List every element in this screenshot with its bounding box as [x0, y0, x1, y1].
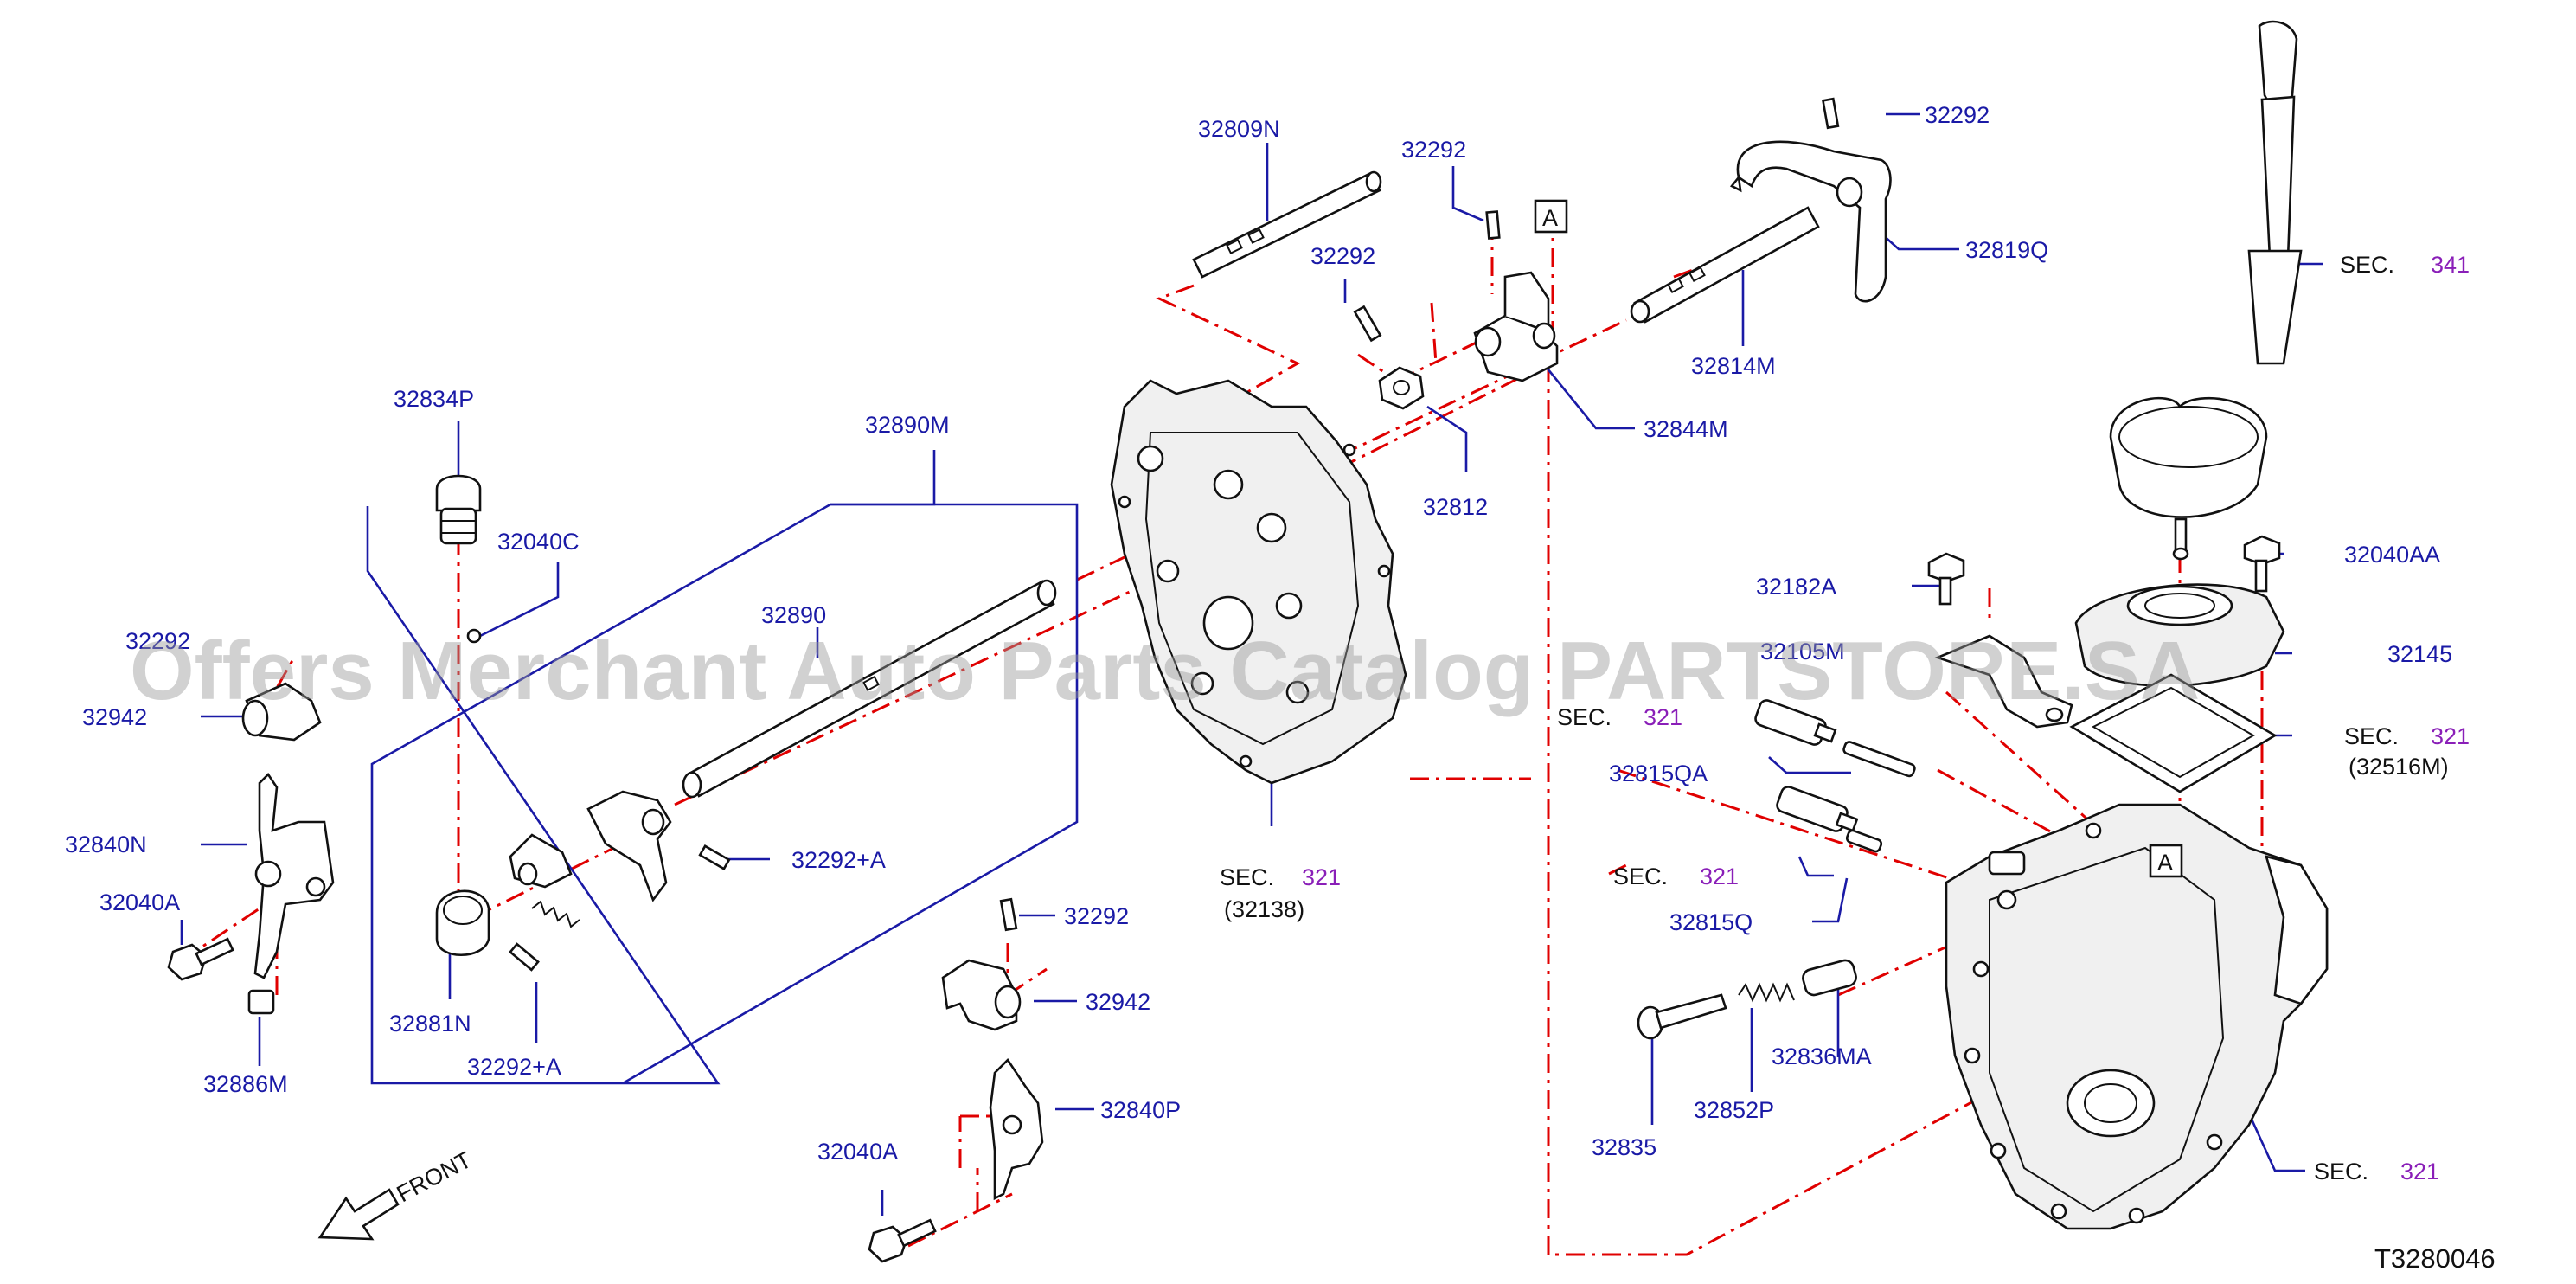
pin-32292-b	[1353, 305, 1382, 343]
sec-341: 341	[2431, 252, 2470, 278]
callout-letter-a-top: A	[1542, 205, 1558, 231]
label-32840N: 32840N	[65, 831, 147, 857]
label-32814M: 32814M	[1691, 353, 1776, 379]
bushing-32881N	[435, 889, 490, 956]
sec-321-housing: 321	[2400, 1159, 2439, 1184]
transmission-case-32138	[1110, 379, 1407, 785]
label-32819Q: 32819Q	[1965, 237, 2048, 263]
label-32292-top: 32292	[1401, 137, 1466, 163]
front-arrow: FRONT	[317, 1146, 476, 1241]
shift-lever-341	[2109, 20, 2303, 561]
pin-32292A-a	[509, 942, 540, 972]
pin-32292-c	[1821, 97, 1840, 130]
label-32105M: 32105M	[1760, 639, 1845, 664]
label-32040A-mid: 32040A	[817, 1139, 898, 1165]
sec-word-341: SEC.	[2340, 252, 2394, 278]
spring-32852P	[1738, 982, 1795, 1003]
label-32516M: (32516M)	[2349, 754, 2449, 780]
shift-rod-32814M	[1630, 206, 1820, 324]
shift-fork-32819Q	[1729, 140, 1892, 303]
callout-box-a-top	[1534, 199, 1568, 234]
bolt-32040AA	[2243, 535, 2281, 593]
nut-32812	[1378, 366, 1425, 410]
sec-321-case: 321	[1302, 864, 1341, 890]
plunger-32835	[1637, 993, 1727, 1040]
label-32815Q: 32815Q	[1669, 909, 1753, 935]
label-32040AA: 32040AA	[2344, 542, 2440, 568]
label-32844M: 32844M	[1644, 416, 1728, 442]
clip-part	[509, 833, 573, 889]
label-32852P: 32852P	[1694, 1097, 1774, 1123]
watermark: Offers Merchant Auto Parts Catalog PARTS…	[130, 625, 2200, 717]
label-32834P: 32834P	[394, 386, 474, 412]
label-32815QA: 32815QA	[1609, 761, 1708, 786]
pin-32292-d	[999, 897, 1018, 932]
sec-word-sensor-1: SEC.	[1557, 704, 1612, 730]
shift-head	[586, 790, 672, 902]
lever-32840N	[253, 772, 335, 979]
stopper-32886M	[247, 989, 275, 1015]
sec-word-case: SEC.	[1220, 864, 1274, 890]
label-32812: 32812	[1423, 494, 1488, 520]
gasket-32516M	[2069, 673, 2278, 793]
plug-32834P	[435, 474, 482, 545]
front-label: FRONT	[393, 1146, 476, 1207]
sensor-321-upper	[1754, 699, 1837, 746]
sensor-321-lower	[1776, 786, 1859, 832]
bolt-32040A-mid	[868, 1218, 937, 1263]
pin-32292-a	[1485, 210, 1501, 240]
shift-lever-32844M	[1473, 271, 1559, 382]
lever-32840P	[989, 1057, 1044, 1201]
label-32890M: 32890M	[865, 412, 950, 438]
label-32145: 32145	[2387, 641, 2452, 667]
part-labels: 32809N 32292 32292 32292 32819Q 32814M 3…	[65, 102, 2452, 1165]
label-32835: 32835	[1592, 1134, 1656, 1160]
leader-lines	[180, 112, 2323, 1216]
label-32809N: 32809N	[1198, 116, 1280, 142]
sec-word-sensor-2: SEC.	[1613, 863, 1668, 889]
label-32292-top-right: 32292	[1925, 102, 1990, 128]
label-32890: 32890	[761, 602, 826, 628]
label-32292-lower: 32292	[1064, 903, 1129, 929]
label-32881N: 32881N	[389, 1011, 471, 1037]
bracket-32105M	[1934, 634, 2073, 729]
shift-rod-32809N	[1192, 170, 1382, 279]
label-32182A: 32182A	[1756, 574, 1836, 600]
bracket-32942-left	[241, 682, 322, 742]
spring-part	[531, 900, 580, 928]
bracket-32942-mid	[941, 959, 1022, 1031]
label-32040C: 32040C	[497, 529, 580, 555]
label-32886M: 32886M	[203, 1071, 288, 1097]
sec-321-sensor-2: 321	[1700, 863, 1739, 889]
section-references: SEC. 341 SEC. 321 SEC. 321 (32516M) SEC.…	[1220, 252, 2470, 1184]
label-32292-left-cut: 32292	[125, 628, 190, 654]
label-32040A-left: 32040A	[99, 889, 180, 915]
label-32840P: 32840P	[1100, 1097, 1181, 1123]
plug-32836MA	[1802, 959, 1857, 997]
diagram-id: T3280046	[2374, 1243, 2496, 1274]
sec-321-gasket: 321	[2431, 723, 2470, 749]
callout-letter-a-bottom: A	[2157, 850, 2173, 876]
sec-word-housing: SEC.	[2314, 1159, 2368, 1184]
label-32292A-a: 32292+A	[467, 1054, 561, 1080]
transmission-housing-321	[1945, 803, 2329, 1230]
label-32942-left: 32942	[82, 704, 147, 730]
callout-box-a-bottom	[2149, 844, 2183, 878]
cover-32145	[2074, 583, 2285, 687]
rod-32815QA	[1842, 741, 1916, 778]
bolt-32182A	[1927, 552, 1965, 606]
shift-rod-32890	[682, 579, 1057, 799]
label-32292-mid: 32292	[1310, 243, 1375, 269]
pin-32292A-b	[698, 844, 731, 870]
label-32836MA: 32836MA	[1772, 1043, 1872, 1069]
label-32942-mid: 32942	[1086, 989, 1150, 1015]
sec-321-sensor-1: 321	[1644, 704, 1682, 730]
ball-32040C	[466, 628, 482, 644]
rod-32815Q	[1845, 829, 1883, 853]
label-32292A-b: 32292+A	[791, 847, 886, 873]
sec-word-gasket: SEC.	[2344, 723, 2399, 749]
label-32138: (32138)	[1224, 896, 1304, 922]
bolt-32040A-left	[167, 937, 234, 981]
